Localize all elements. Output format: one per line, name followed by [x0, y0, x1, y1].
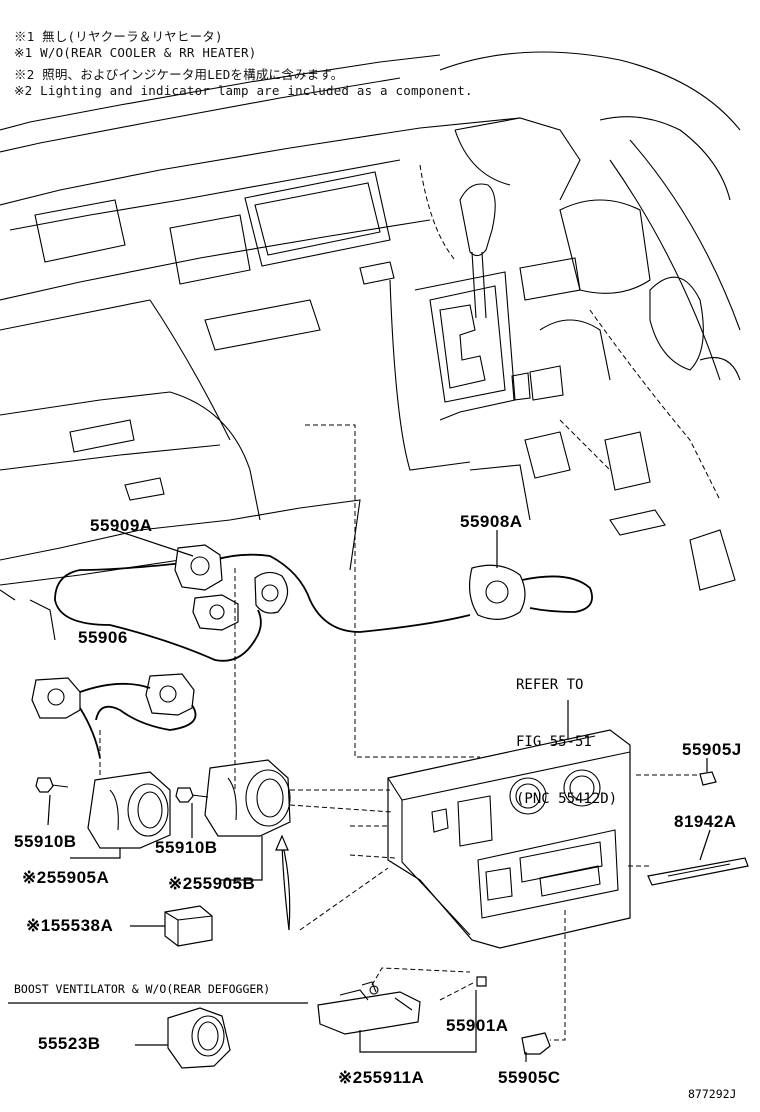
switch-knob-55905B [204, 759, 291, 837]
part-label-55910B-left[interactable]: 55910B [14, 832, 77, 851]
part-label-55901A[interactable]: 55901A [446, 1016, 509, 1035]
note-2-en: ※2 Lighting and indicator lamp are inclu… [14, 83, 473, 98]
screw-55910B-left [35, 777, 69, 793]
wire-harness-55908A [359, 564, 593, 633]
wire-harness-55909A [54, 544, 361, 662]
switch-assembly-55911A [317, 981, 421, 1035]
diagram-code: 877292J [688, 1087, 737, 1101]
condition-label: BOOST VENTILATOR & W/O(REAR DEFOGGER) [14, 982, 271, 996]
part-label-55909A[interactable]: 55909A [90, 516, 153, 535]
hole-cover-55538A [164, 905, 213, 947]
note-1-en: ※1 W/O(REAR COOLER & RR HEATER) [14, 45, 257, 60]
part-label-81942A[interactable]: 81942A [674, 812, 737, 831]
part-label-55905C[interactable]: 55905C [498, 1068, 561, 1087]
clip-55905C [521, 1032, 551, 1055]
reference-line-2: FIG 55-51 [516, 734, 592, 750]
part-label-55523B[interactable]: 55523B [38, 1034, 101, 1053]
part-label-55910B-mid[interactable]: 55910B [155, 838, 218, 857]
note-1-jp: ※1 無し(リヤクーラ＆リヤヒータ) [14, 29, 223, 44]
part-label-55906[interactable]: 55906 [78, 628, 128, 647]
part-label-55905B[interactable]: ※255905B [168, 874, 256, 893]
leader-lines [8, 424, 711, 1062]
switch-knob-55905A [87, 771, 171, 849]
part-label-55905J[interactable]: 55905J [682, 740, 742, 759]
ornament-81942A [647, 857, 749, 886]
clip-55901A [476, 976, 487, 987]
cluster-finish-panel [387, 729, 631, 949]
clip-55905J [699, 771, 717, 786]
wire-harness-55906 [31, 673, 197, 759]
part-label-55911A[interactable]: ※255911A [338, 1068, 425, 1087]
reference-note: REFER TO FIG 55-51 (PNC 55412D) [516, 638, 617, 828]
switch-55523B [167, 1007, 231, 1069]
reference-line-1: REFER TO [516, 677, 584, 693]
part-label-55538A[interactable]: ※155538A [26, 916, 114, 935]
note-2-jp: ※2 照明、およびインジケータ用LEDを構成に含みます。 [14, 67, 344, 82]
part-label-55908A[interactable]: 55908A [460, 512, 523, 531]
screw-55910B-mid [175, 787, 209, 803]
dashboard-outline [0, 51, 741, 641]
reference-line-3: (PNC 55412D) [516, 791, 618, 807]
part-label-55905A[interactable]: ※255905A [22, 868, 110, 887]
